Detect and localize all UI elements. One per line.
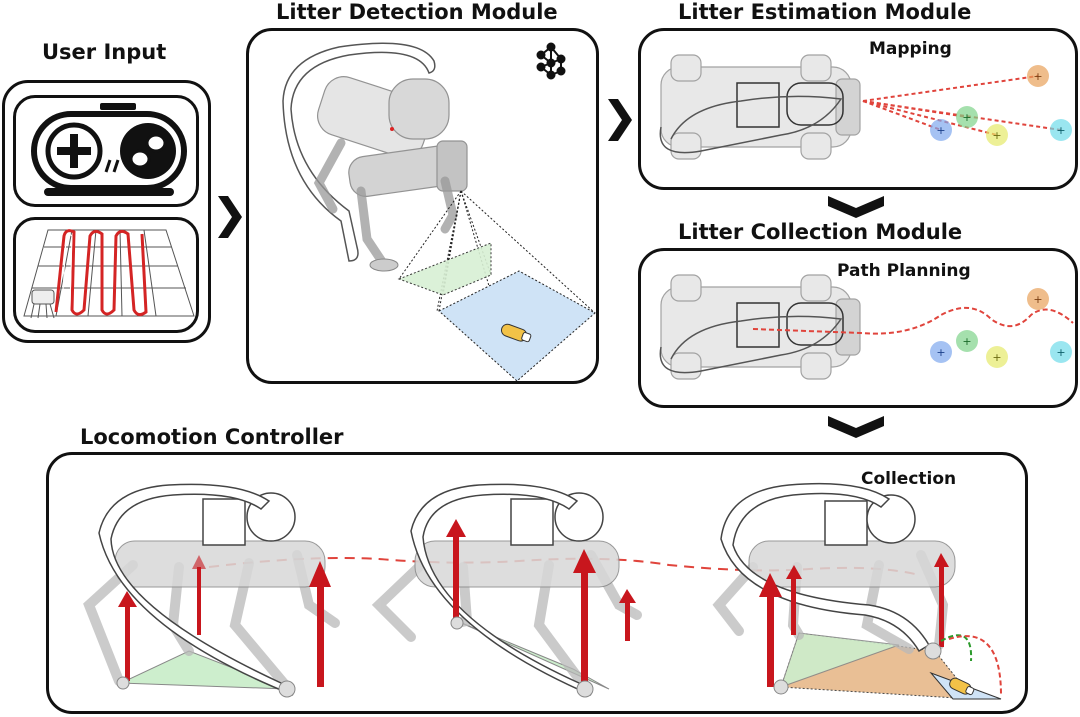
chevron-down-icon xyxy=(828,196,884,218)
detection-title: Litter Detection Module xyxy=(276,0,558,24)
litter-markers: + + + + + xyxy=(930,65,1072,146)
svg-text:+: + xyxy=(1033,70,1042,83)
detection-scene xyxy=(282,42,596,381)
estimation-panel: Mapping + + + + + xyxy=(638,28,1078,190)
robot-pose-1 xyxy=(83,483,340,698)
estimation-title: Litter Estimation Module xyxy=(678,0,972,24)
locomotion-scene xyxy=(83,482,1002,700)
user-input-title: User Input xyxy=(42,40,167,64)
svg-text:+: + xyxy=(962,335,971,348)
robot-pose-2 xyxy=(371,483,642,698)
collection-title: Litter Collection Module xyxy=(678,220,963,244)
coverage-path-graphic xyxy=(23,229,195,319)
chevron-down-icon xyxy=(828,416,884,438)
mapping-scene: + + + + + xyxy=(659,54,1072,160)
chevron-right-icon xyxy=(218,196,242,238)
locomotion-title: Locomotion Controller xyxy=(80,425,344,449)
coverage-path-box xyxy=(13,217,199,333)
neural-network-icon xyxy=(536,42,566,80)
gamepad-icon xyxy=(31,103,187,196)
litter-markers: + + + + + xyxy=(930,288,1072,368)
robot-pose-3 xyxy=(712,482,1002,700)
collection-panel: Path Planning + + + + + xyxy=(638,248,1078,408)
gamepad-box xyxy=(13,95,199,207)
path-planning-scene: + + + + + xyxy=(659,274,1074,380)
detection-panel xyxy=(246,28,599,384)
svg-text:+: + xyxy=(992,129,1001,142)
user-input-panel xyxy=(2,80,211,343)
svg-text:+: + xyxy=(936,346,945,359)
mapping-label: Mapping xyxy=(869,39,952,59)
locomotion-panel: Collection xyxy=(46,452,1028,714)
litter-bottle xyxy=(500,323,532,343)
svg-text:+: + xyxy=(1056,346,1065,359)
path-planning-label: Path Planning xyxy=(837,261,971,281)
svg-text:+: + xyxy=(1033,293,1042,306)
litter-bottle xyxy=(949,677,975,696)
chevron-right-icon xyxy=(608,99,632,141)
svg-text:+: + xyxy=(962,111,971,124)
svg-text:+: + xyxy=(1056,124,1065,137)
svg-text:+: + xyxy=(936,124,945,137)
collection-label: Collection xyxy=(861,469,957,489)
svg-text:+: + xyxy=(992,351,1001,364)
